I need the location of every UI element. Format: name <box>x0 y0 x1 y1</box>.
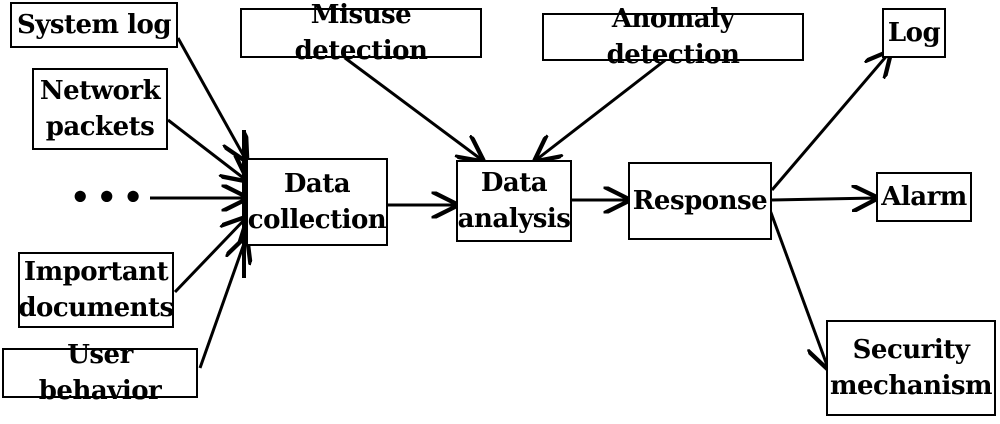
system-log-node: System log <box>10 2 178 48</box>
ellipsis-node: ••• <box>70 178 150 216</box>
anomaly-detection-node: Anomaly detection <box>542 4 804 70</box>
edge-anomaly-detection-to-data-analysis <box>536 56 669 160</box>
edge-network-packets-to-data-collection <box>167 118 246 180</box>
edge-response-to-alarm <box>771 198 876 200</box>
edge-system-log-to-data-collection <box>176 37 246 160</box>
edge-important-documents-to-data-collection <box>173 218 246 294</box>
network-packets-node: Network packets <box>32 68 168 150</box>
edge-response-to-log <box>770 52 890 191</box>
edge-user-behavior-to-data-collection <box>198 238 246 369</box>
alarm-node: Alarm <box>876 172 972 222</box>
data-collection-node: Data collection <box>246 158 388 246</box>
important-documents-node: Important documents <box>18 252 174 328</box>
security-mechanism-node: Security mechanism <box>826 320 996 416</box>
data-analysis-node: Data analysis <box>456 160 572 242</box>
log-node: Log <box>882 8 946 58</box>
user-behavior-node: User behavior <box>2 340 198 406</box>
edge-response-to-security-mechanism <box>768 209 828 368</box>
misuse-detection-node: Misuse detection <box>240 0 482 66</box>
edge-misuse-detection-to-data-analysis <box>344 56 482 160</box>
response-node: Response <box>628 162 772 240</box>
